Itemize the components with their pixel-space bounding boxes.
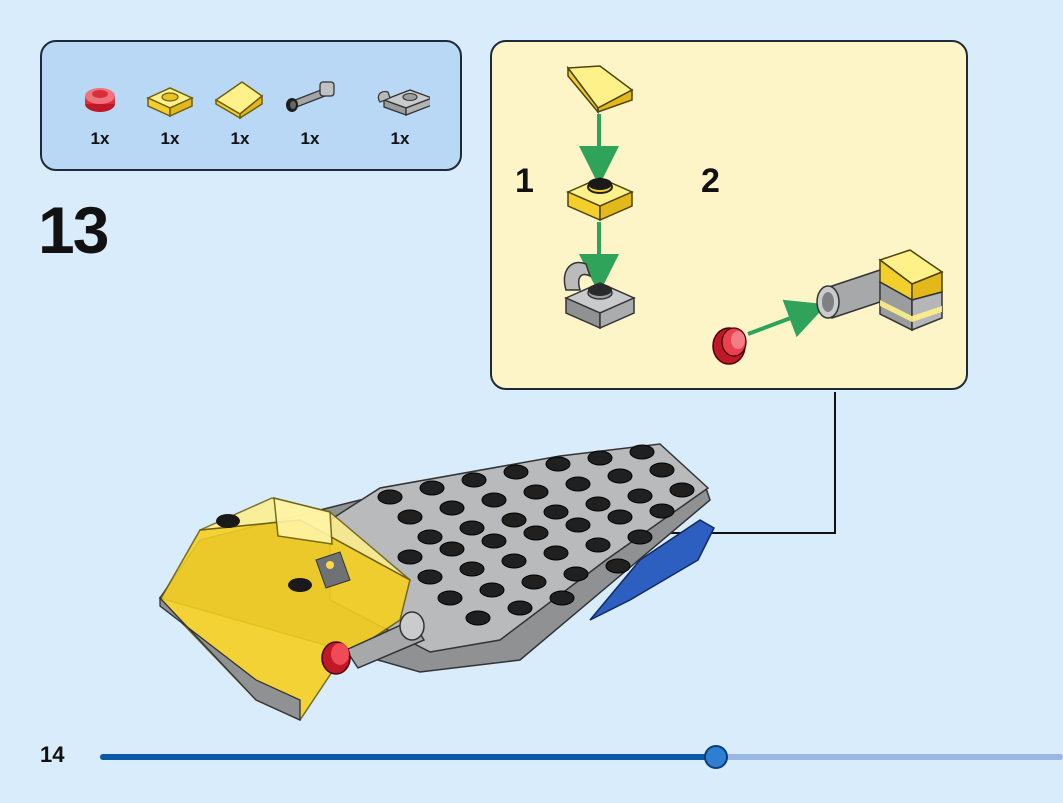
red-round-plate-icon <box>712 327 747 365</box>
red-round-plate-icon <box>85 88 115 112</box>
parts-list-box: 1x 1x 1x 1x <box>40 40 462 171</box>
part-qty: 1x <box>390 129 410 148</box>
progress-knob <box>704 745 729 769</box>
page-number: 14 <box>40 742 65 767</box>
sub-step-2-label: 2 <box>701 162 720 200</box>
part-yellow-plate: 1x <box>140 52 200 148</box>
gray-bar-icon <box>816 269 887 319</box>
part-gray-bar: 1x <box>280 52 340 148</box>
progress-track <box>100 745 1063 769</box>
vehicle-model <box>158 443 715 722</box>
part-gray-clip-plate: 1x <box>370 52 430 148</box>
part-qty: 1x <box>160 129 180 148</box>
sub-step-1-diagram <box>563 65 636 330</box>
yellow-plate-icon <box>566 177 634 222</box>
gray-clip-plate-icon <box>563 261 636 330</box>
yellow-slope-assembly-icon <box>878 249 944 332</box>
progress-fill <box>100 754 717 760</box>
gray-bar-icon <box>286 81 335 112</box>
yellow-plate-icon <box>146 87 194 118</box>
part-yellow-slope: 1x <box>210 52 270 148</box>
yellow-slope-icon <box>566 65 634 115</box>
part-red-round-plate: 1x <box>70 52 130 148</box>
sub-step-2-diagram <box>712 249 944 365</box>
yellow-slope-icon <box>214 81 264 120</box>
gray-clip-plate-icon <box>377 89 430 116</box>
sub-step-1-label: 1 <box>515 162 534 200</box>
part-qty: 1x <box>90 129 110 148</box>
plate-studs <box>377 444 695 626</box>
part-qty: 1x <box>230 129 250 148</box>
step-number: 13 <box>38 193 109 267</box>
part-qty: 1x <box>300 129 320 148</box>
